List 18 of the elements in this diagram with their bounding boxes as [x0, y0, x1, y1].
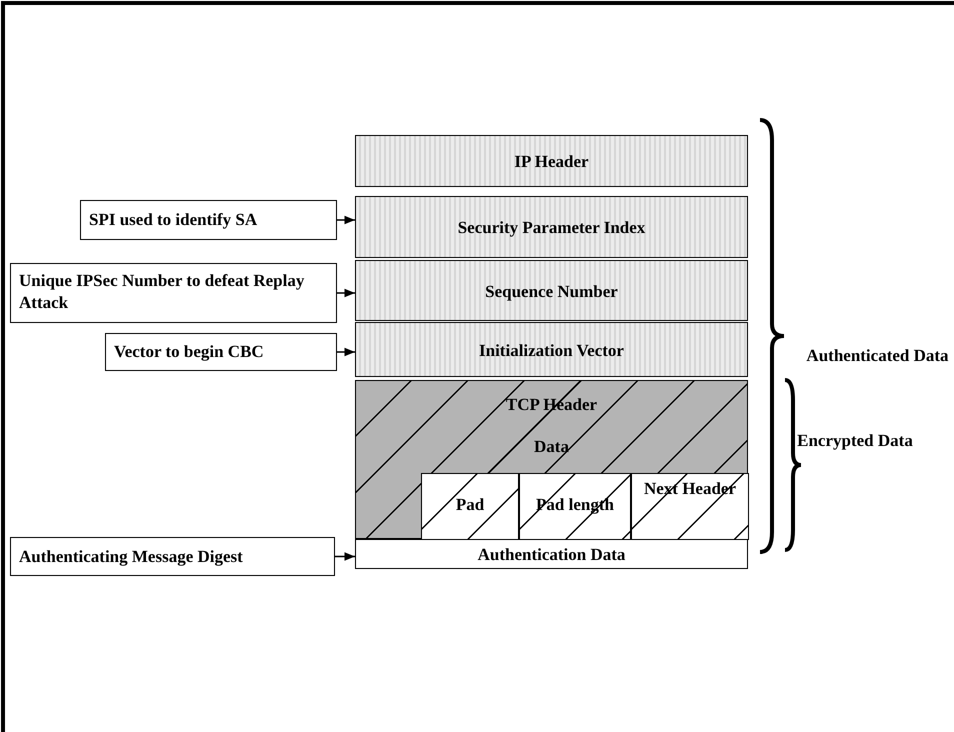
header-field: Authentication Data [355, 539, 748, 569]
bracket-label: Authenticated Data [805, 345, 950, 367]
header-field: Initialization Vector [355, 322, 748, 377]
arrow [337, 348, 355, 356]
header-field: Security Parameter Index [355, 196, 748, 258]
bracket-label: Encrypted Data [796, 430, 914, 452]
trailer-field: Pad [421, 473, 519, 540]
header-field: Sequence Number [355, 260, 748, 321]
callout-box: Authenticating Message Digest [10, 537, 335, 576]
arrow [335, 552, 355, 561]
callout-box: Vector to begin CBC [105, 333, 337, 371]
callout-box: Unique IPSec Number to defeat Replay Attack [10, 263, 337, 323]
arrow [337, 288, 355, 298]
field-label: Data [533, 437, 570, 457]
header-field: IP Header [355, 135, 748, 187]
payload-block [355, 380, 748, 539]
arrow [337, 216, 355, 224]
callout-box: SPI used to identify SA [80, 200, 337, 240]
